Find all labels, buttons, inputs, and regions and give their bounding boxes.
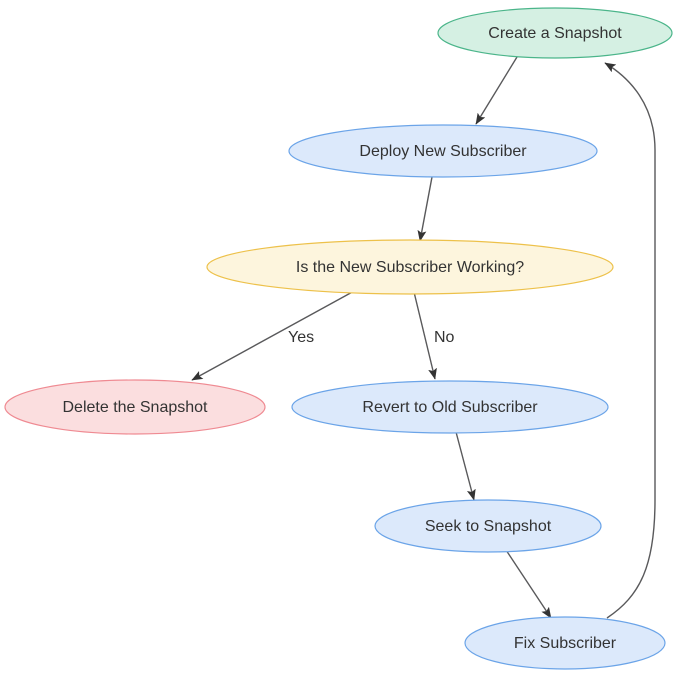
node-delete-the-snapshot-label: Delete the Snapshot bbox=[63, 399, 209, 416]
nodes-layer: Create a Snapshot Deploy New Subscriber … bbox=[4, 7, 673, 670]
node-is-new-subscriber-working-label: Is the New Subscriber Working? bbox=[296, 259, 524, 276]
node-create-snapshot[interactable]: Create a Snapshot bbox=[437, 7, 673, 59]
node-create-snapshot-shape[interactable] bbox=[437, 7, 673, 59]
edge-decision-to-delete bbox=[191, 289, 357, 381]
node-seek-to-snapshot[interactable]: Seek to Snapshot bbox=[374, 499, 602, 553]
edge-label-yes: Yes bbox=[288, 329, 314, 346]
edge-revert-to-seek bbox=[455, 431, 476, 501]
node-fix-subscriber-label: Fix Subscriber bbox=[514, 635, 617, 652]
edge-seek-to-fix bbox=[505, 549, 552, 619]
node-deploy-new-subscriber-label: Deploy New Subscriber bbox=[359, 143, 527, 160]
node-is-new-subscriber-working-shape[interactable] bbox=[206, 239, 614, 295]
edge-decision-to-revert bbox=[413, 291, 437, 380]
node-revert-to-old-subscriber[interactable]: Revert to Old Subscriber bbox=[291, 380, 609, 434]
node-fix-subscriber-shape[interactable] bbox=[464, 616, 666, 670]
node-deploy-new-subscriber[interactable]: Deploy New Subscriber bbox=[288, 124, 598, 178]
node-deploy-new-subscriber-shape[interactable] bbox=[288, 124, 598, 178]
node-create-snapshot-label: Create a Snapshot bbox=[488, 25, 622, 42]
node-seek-to-snapshot-shape[interactable] bbox=[374, 499, 602, 553]
node-is-new-subscriber-working[interactable]: Is the New Subscriber Working? bbox=[206, 239, 614, 295]
node-fix-subscriber[interactable]: Fix Subscriber bbox=[464, 616, 666, 670]
edge-labels-layer: Yes No bbox=[288, 329, 455, 346]
edges-layer bbox=[191, 56, 656, 619]
edge-create-to-deploy bbox=[475, 56, 518, 125]
edge-deploy-to-decision bbox=[417, 176, 433, 242]
edge-label-no: No bbox=[434, 329, 455, 346]
edge-fix-to-create bbox=[604, 62, 656, 619]
node-seek-to-snapshot-label: Seek to Snapshot bbox=[425, 518, 552, 535]
node-revert-to-old-subscriber-shape[interactable] bbox=[291, 380, 609, 434]
node-revert-to-old-subscriber-label: Revert to Old Subscriber bbox=[362, 399, 538, 416]
node-delete-the-snapshot[interactable]: Delete the Snapshot bbox=[4, 379, 266, 435]
node-delete-the-snapshot-shape[interactable] bbox=[4, 379, 266, 435]
